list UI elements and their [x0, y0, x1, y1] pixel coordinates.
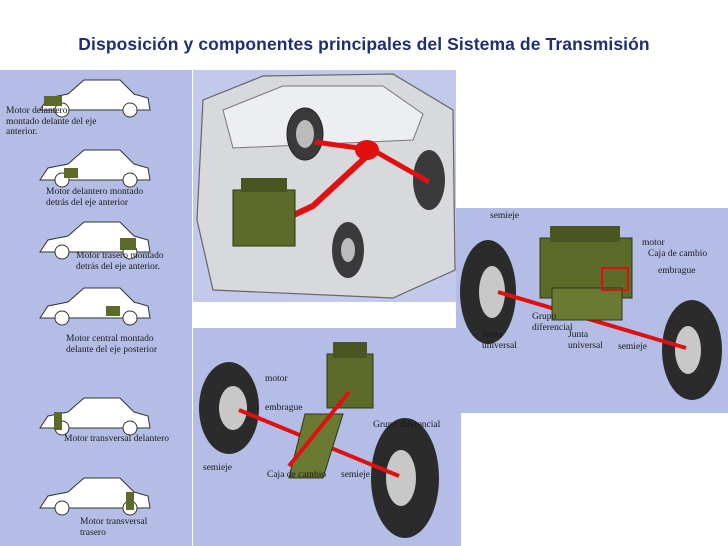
grupo-diferencial-label-b: Grupo diferencial [373, 420, 441, 430]
car-silhouette-4 [39, 287, 151, 326]
caja-de-cambio-label-b: Caja de cambio [267, 470, 327, 480]
junta-universal-label-2: Junta universal [568, 330, 603, 351]
car-layouts-illustration [39, 79, 151, 516]
motor-label-b: motor [265, 374, 288, 384]
car-layouts-panel: Motor delantero montado delante del eje … [0, 70, 192, 546]
car-cutaway-illustration [196, 73, 456, 299]
motor-label: motor [642, 238, 665, 248]
layout-label-3: Motor trasero montado detrás del eje ant… [76, 251, 164, 272]
caja-de-cambio-label: Caja de cambio [648, 249, 708, 259]
front-drive-panel: semieje motor Caja de cambio embrague Gr… [456, 208, 728, 413]
car-silhouette-3 [39, 221, 151, 260]
layout-label-2: Motor delantero montado detrás del eje a… [46, 187, 144, 208]
page-title: Disposición y componentes principales de… [78, 34, 650, 54]
grupo-diferencial-label: Grupo diferencial [532, 312, 573, 333]
car-silhouette-6 [39, 477, 151, 516]
rear-drive-panel: motor embrague Grupo diferencial semieje… [193, 328, 461, 546]
car-silhouette-5 [39, 397, 151, 436]
layout-label-6: Motor transversal trasero [80, 517, 148, 538]
semieje-left-label: semieje [203, 463, 233, 473]
junta-universal-label-1: Junta universal [482, 330, 517, 351]
semieje-label-2: semieje [618, 342, 648, 352]
front-drive-illustration [460, 226, 722, 400]
car-cutaway-panel [193, 70, 456, 302]
embrague-label: embrague [658, 266, 696, 276]
rear-drive-illustration [199, 342, 439, 538]
layout-label-4: Motor central montado delante del eje po… [66, 334, 158, 355]
layout-label-1: Motor delantero montado delante del eje … [6, 106, 97, 137]
embrague-label-b: embrague [265, 403, 303, 413]
car-silhouette-2 [39, 149, 151, 188]
semieje-label: semieje [490, 211, 520, 221]
semieje-right-label: semieje [341, 470, 371, 480]
layout-label-5: Motor transversal delantero [64, 434, 169, 444]
car-silhouette-1 [39, 79, 151, 118]
